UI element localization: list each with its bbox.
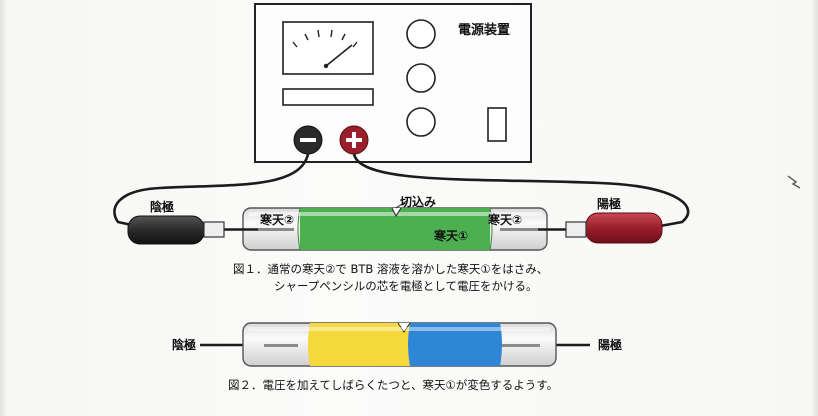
fig1-lead-right [500,228,538,231]
fig2-caption: 図２．電圧を加えてしばらくたつと、寒天①が変色するようす。 [228,378,558,392]
fig1-agar2-left-label: 寒天② [259,212,294,227]
negative-terminal [293,125,323,155]
fig1-tube [222,199,568,251]
fig2-yellow-region [308,323,410,366]
wire-positive [352,153,690,228]
minus-icon [300,138,316,142]
fig2-blue-region [408,323,502,366]
fig2-lead-right [502,344,540,347]
fig2-notch [397,322,411,333]
fig1-anode-label: 陽極 [597,196,621,211]
fig2-tube [200,322,590,367]
fig1-agar1-green [300,208,490,250]
margin-mark [787,175,801,189]
wire-negative [113,153,310,228]
fig1-cathode-label: 陰極 [150,199,174,214]
fig1-agar1-label: 寒天① [433,228,468,243]
fig1-caption-line2: シャープペンシルの芯を電極として電圧をかける。 [274,279,537,293]
power-supply-title: 電源装置 [458,22,510,38]
knob-1 [406,19,436,49]
fig1-caption-line1: 図１．通常の寒天②で BTB 溶液を溶かした寒天①をはさみ、 [233,262,548,276]
fig1-notch-label: 切込み [400,194,436,209]
knob-2 [406,63,436,93]
fig2-cathode-label: 陰極 [172,337,196,352]
notch-pointer [395,199,409,209]
fig1-agar2-right-label: 寒天② [487,212,522,227]
black-clip [127,215,225,245]
fig1-lead-left [258,228,294,231]
page-edge-left [0,0,6,416]
page-edge-right [812,0,818,416]
meter-icon [282,21,374,75]
fig2-anode-label: 陽極 [598,337,622,352]
power-switch [487,107,507,142]
power-supply: 電源装置 [254,3,532,163]
fig2-lead-left [264,344,298,347]
plus-icon [346,132,362,148]
display-bar [282,88,374,106]
positive-terminal [339,125,369,155]
knob-3 [406,107,436,137]
red-clip [565,212,663,244]
